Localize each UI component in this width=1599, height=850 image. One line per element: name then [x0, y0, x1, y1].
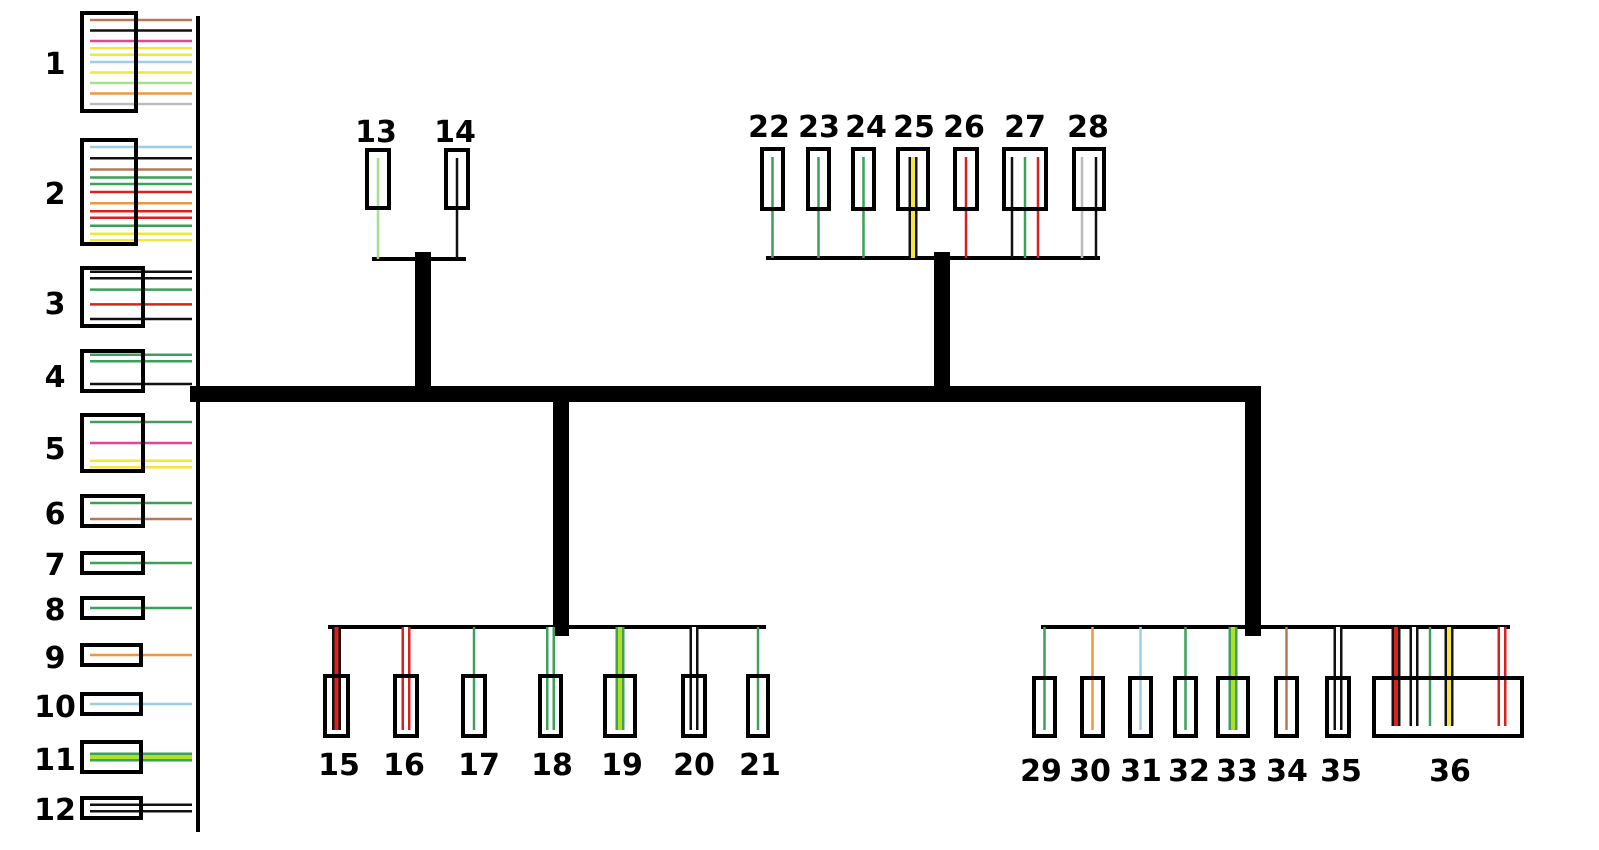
connector-35: [1325, 676, 1351, 738]
label-connector-25: 25: [893, 110, 935, 145]
label-connector-34: 34: [1266, 754, 1308, 789]
label-connector-8: 8: [45, 593, 66, 628]
connector-21: [746, 674, 770, 738]
label-connector-10: 10: [34, 690, 76, 725]
label-connector-4: 4: [45, 360, 66, 395]
connector-34: [1274, 676, 1299, 738]
label-connector-18: 18: [531, 748, 573, 783]
label-connector-33: 33: [1216, 754, 1258, 789]
label-connector-11: 11: [34, 743, 76, 778]
label-connector-36: 36: [1429, 754, 1471, 789]
label-connector-6: 6: [45, 497, 66, 532]
label-connector-22: 22: [748, 110, 790, 145]
connector-33: [1216, 676, 1250, 738]
connector-23: [806, 147, 831, 211]
connector-31: [1128, 676, 1153, 738]
label-connector-17: 17: [458, 748, 500, 783]
label-connector-5: 5: [45, 432, 66, 467]
connector-7: [80, 551, 145, 575]
label-connector-24: 24: [845, 110, 887, 145]
harness-wires: [90, 18, 1507, 813]
connector-15: [323, 674, 350, 738]
label-connector-23: 23: [798, 110, 840, 145]
label-connector-21: 21: [739, 748, 781, 783]
connector-27: [1002, 147, 1048, 211]
connector-36: [1372, 676, 1524, 738]
connector-29: [1032, 676, 1057, 738]
connector-25: [896, 147, 930, 211]
label-connector-28: 28: [1067, 110, 1109, 145]
connector-6: [80, 494, 145, 528]
label-connector-32: 32: [1168, 754, 1210, 789]
connector-12: [80, 796, 143, 820]
connector-20: [681, 674, 707, 738]
connector-24: [851, 147, 876, 211]
label-connector-20: 20: [673, 748, 715, 783]
connector-16: [393, 674, 419, 738]
label-connector-14: 14: [434, 115, 476, 150]
label-connector-35: 35: [1320, 754, 1362, 789]
label-connector-1: 1: [45, 47, 66, 82]
label-connector-26: 26: [943, 110, 985, 145]
connector-10: [80, 692, 143, 716]
connector-11: [80, 740, 143, 774]
connector-5: [80, 413, 145, 473]
connector-30: [1080, 676, 1105, 738]
label-connector-27: 27: [1004, 110, 1046, 145]
connector-26: [953, 147, 979, 211]
label-connector-13: 13: [355, 115, 397, 150]
connector-17: [461, 674, 487, 738]
label-connector-29: 29: [1020, 754, 1062, 789]
connector-3: [80, 266, 145, 328]
label-connector-2: 2: [45, 177, 66, 212]
connector-22: [760, 147, 785, 211]
label-connector-9: 9: [45, 641, 66, 676]
connector-9: [80, 643, 143, 667]
connector-28: [1072, 147, 1106, 211]
label-connector-7: 7: [45, 548, 66, 583]
connector-19: [603, 674, 637, 738]
connector-18: [538, 674, 563, 738]
label-connector-19: 19: [601, 748, 643, 783]
label-connector-31: 31: [1120, 754, 1162, 789]
connector-14: [444, 148, 470, 210]
label-connector-12: 12: [34, 793, 76, 828]
connector-4: [80, 349, 145, 393]
connector-8: [80, 596, 145, 620]
connector-boxes: [80, 11, 1524, 820]
connector-2: [80, 138, 138, 246]
connector-1: [80, 11, 138, 113]
label-connector-3: 3: [45, 287, 66, 322]
connector-32: [1173, 676, 1198, 738]
connector-13: [365, 148, 391, 210]
label-connector-30: 30: [1069, 754, 1111, 789]
label-connector-15: 15: [318, 748, 360, 783]
label-connector-16: 16: [383, 748, 425, 783]
